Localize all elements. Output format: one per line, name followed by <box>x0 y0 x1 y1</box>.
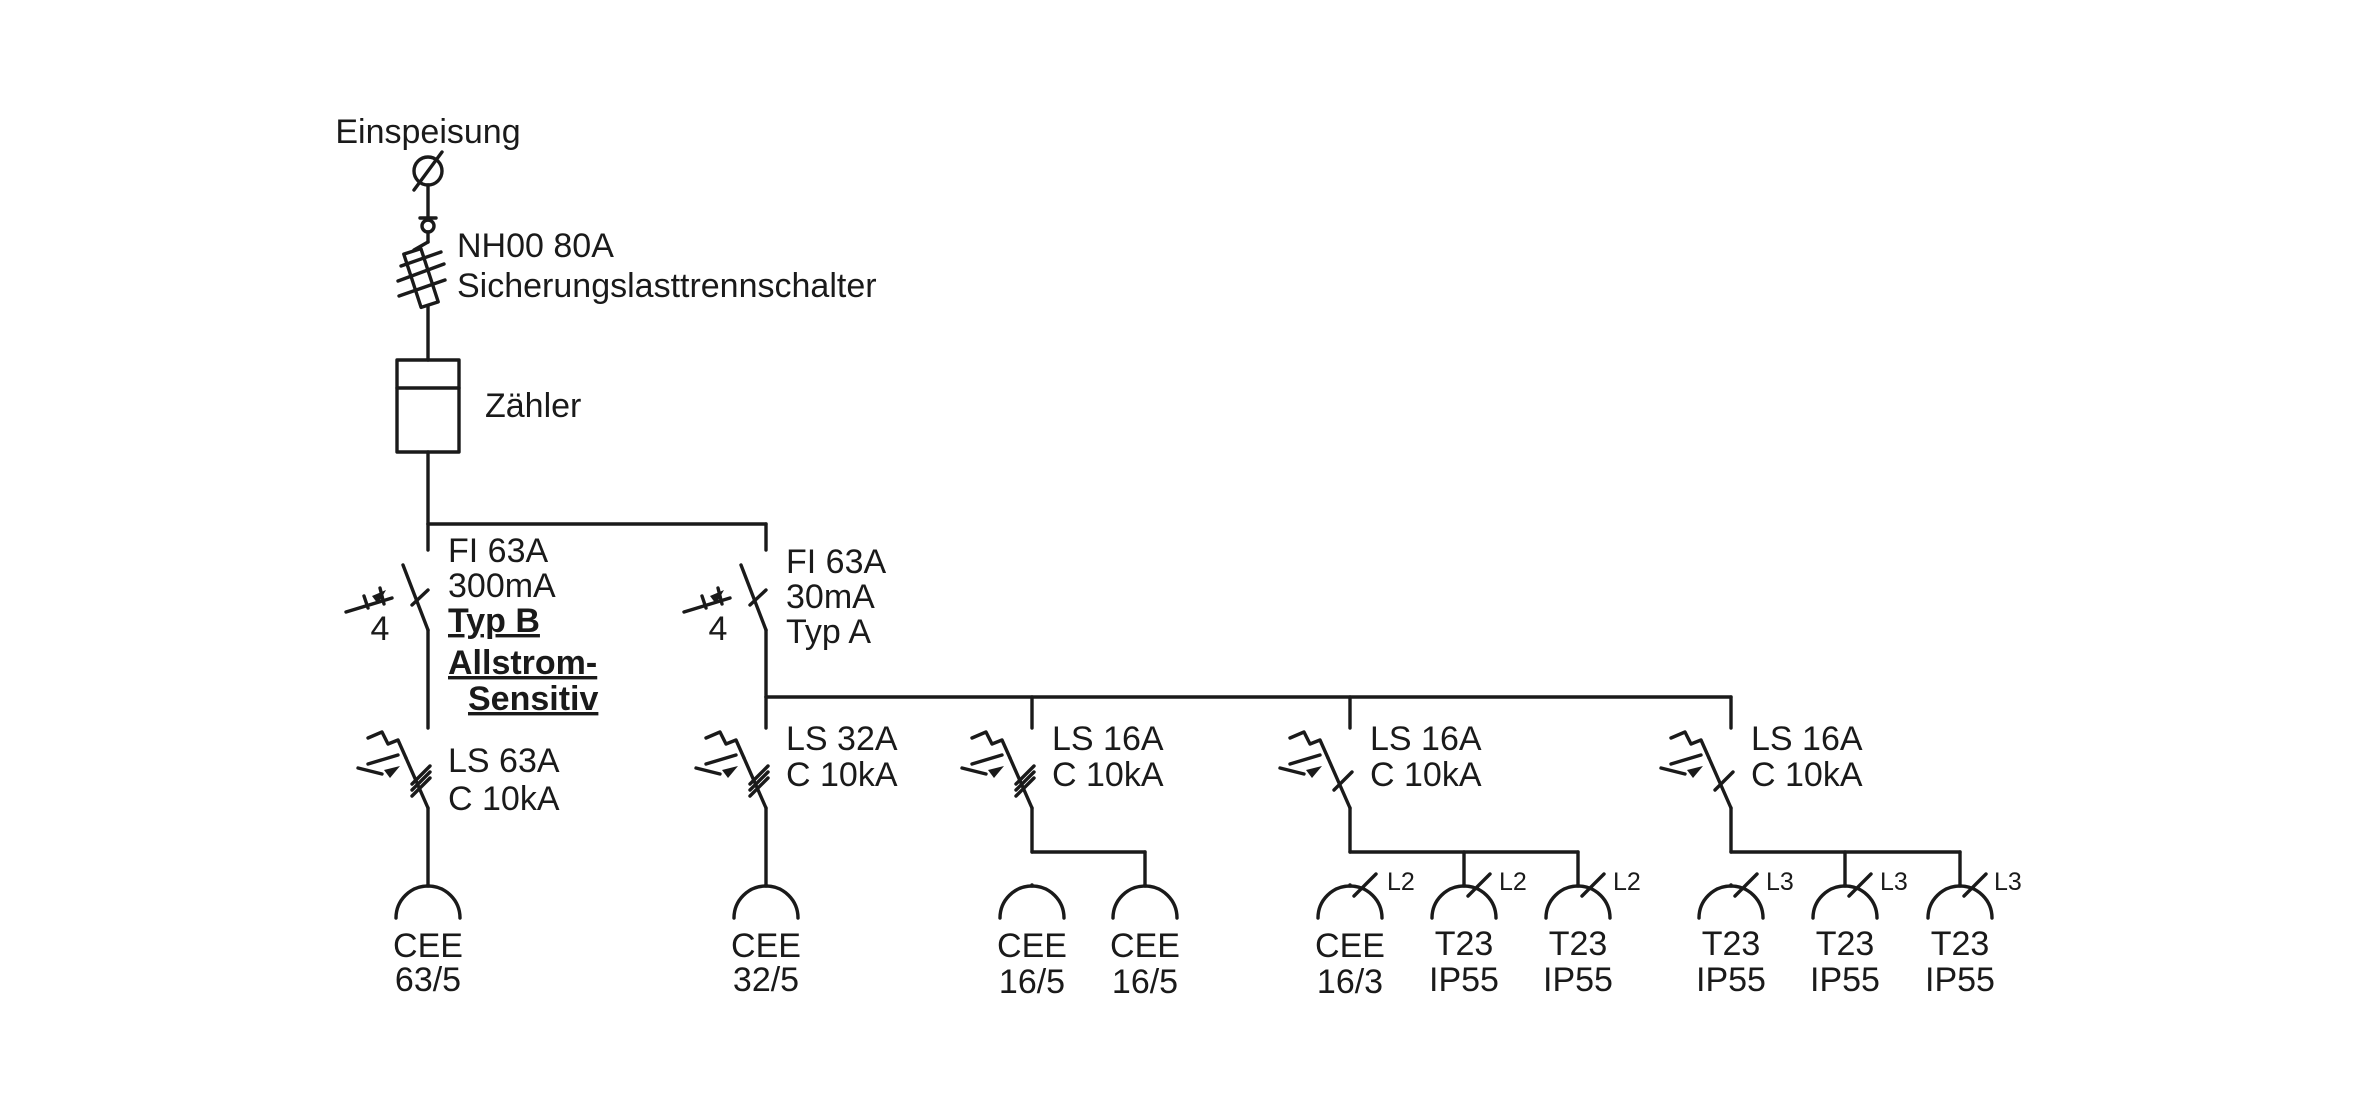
outlet-9-spec: IP55 <box>1810 961 1880 999</box>
outlet-2-type: CEE <box>731 927 801 965</box>
circuit-breaker-2 <box>694 730 770 887</box>
outlet-3-type: CEE <box>997 927 1067 965</box>
outlet-4-type: CEE <box>1110 927 1180 965</box>
rcd-2-type: Typ A <box>786 613 871 651</box>
outlet-5-type: CEE <box>1315 927 1385 965</box>
outlet-9-type: T23 <box>1816 925 1875 963</box>
outlet-9-symbol <box>1811 872 1879 920</box>
outlet-8-spec: IP55 <box>1696 961 1766 999</box>
rcd-1-rating: FI 63A <box>448 532 548 570</box>
outlet-9-phase: L3 <box>1880 868 1908 896</box>
feed-label: Einspeisung <box>335 113 520 151</box>
outlet-7-spec: IP55 <box>1543 961 1613 999</box>
outlet-1-symbol <box>394 883 462 920</box>
fuse-switch-type: Sicherungslasttrennschalter <box>457 267 877 305</box>
breaker-5-class: C 10kA <box>1751 756 1863 794</box>
outlet-10-spec: IP55 <box>1925 961 1995 999</box>
outlet-10-symbol <box>1926 872 1994 920</box>
outlet-6-phase: L2 <box>1499 868 1527 896</box>
outlet-4-symbol <box>1111 883 1179 920</box>
circuit-breaker-1 <box>356 730 432 887</box>
outlet-8-phase: L3 <box>1766 868 1794 896</box>
breaker-4-rating: LS 16A <box>1370 720 1482 758</box>
outlet-8-type: T23 <box>1702 925 1761 963</box>
rcd-2-rating: FI 63A <box>786 543 886 581</box>
feed-in-symbol: Einspeisung <box>335 113 521 244</box>
outlet-5-spec: 16/3 <box>1317 963 1383 1001</box>
breaker-3-class: C 10kA <box>1052 756 1164 794</box>
outlet-7-symbol <box>1544 872 1612 920</box>
breaker-2-class: C 10kA <box>786 756 898 794</box>
outlet-7-type: T23 <box>1549 925 1608 963</box>
breaker-3-rating: LS 16A <box>1052 720 1164 758</box>
rcd-2-symbol: 4 FI 63A 30mA Typ A <box>682 543 886 699</box>
outlet-6-type: T23 <box>1435 925 1494 963</box>
outlet-5-symbol <box>1316 872 1384 920</box>
rcd-1-desc-2: Sensitiv <box>468 680 598 718</box>
rcd-1-poles: 4 <box>371 610 390 648</box>
rcd-2-poles: 4 <box>709 610 728 648</box>
circuit-breaker-4 <box>1278 730 1354 854</box>
fuse-switch-rating: NH00 80A <box>457 227 614 265</box>
rcd-1-symbol: 4 FI 63A 300mA Typ B Allstrom- Sensitiv <box>344 522 598 730</box>
outlet-layer <box>394 872 1994 920</box>
outlet-5-phase: L2 <box>1387 868 1415 896</box>
breaker-2-rating: LS 32A <box>786 720 898 758</box>
outlet-1-type: CEE <box>393 927 463 965</box>
breaker-4-class: C 10kA <box>1370 756 1482 794</box>
outlet-3-symbol <box>998 883 1066 920</box>
circuit-breaker-5 <box>1659 730 1735 854</box>
breaker-layer <box>356 730 1735 887</box>
rcd-1-desc-1: Allstrom- <box>448 644 597 682</box>
outlet-2-spec: 32/5 <box>733 961 799 999</box>
rcd-2-sensitivity: 30mA <box>786 578 875 616</box>
outlet-6-spec: IP55 <box>1429 961 1499 999</box>
breaker-1-class: C 10kA <box>448 780 560 818</box>
breaker-1-rating: LS 63A <box>448 742 560 780</box>
meter-symbol: Zähler <box>395 358 581 454</box>
outlet-7-phase: L2 <box>1613 868 1641 896</box>
fuse-switch-disconnector-symbol: NH00 80A Sicherungslasttrennschalter <box>396 227 877 362</box>
outlet-8-symbol <box>1697 872 1765 920</box>
rcd-1-type: Typ B <box>448 602 540 640</box>
meter-label: Zähler <box>485 387 581 425</box>
outlet-10-phase: L3 <box>1994 868 2022 896</box>
rcd-1-sensitivity: 300mA <box>448 567 556 605</box>
circuit-breaker-3 <box>960 730 1036 854</box>
breaker-5-rating: LS 16A <box>1751 720 1863 758</box>
outlet-1-spec: 63/5 <box>395 961 461 999</box>
outlet-6-symbol <box>1430 872 1498 920</box>
outlet-2-symbol <box>732 883 800 920</box>
outlet-10-type: T23 <box>1931 925 1990 963</box>
outlet-3-spec: 16/5 <box>999 963 1065 1001</box>
outlet-4-spec: 16/5 <box>1112 963 1178 1001</box>
